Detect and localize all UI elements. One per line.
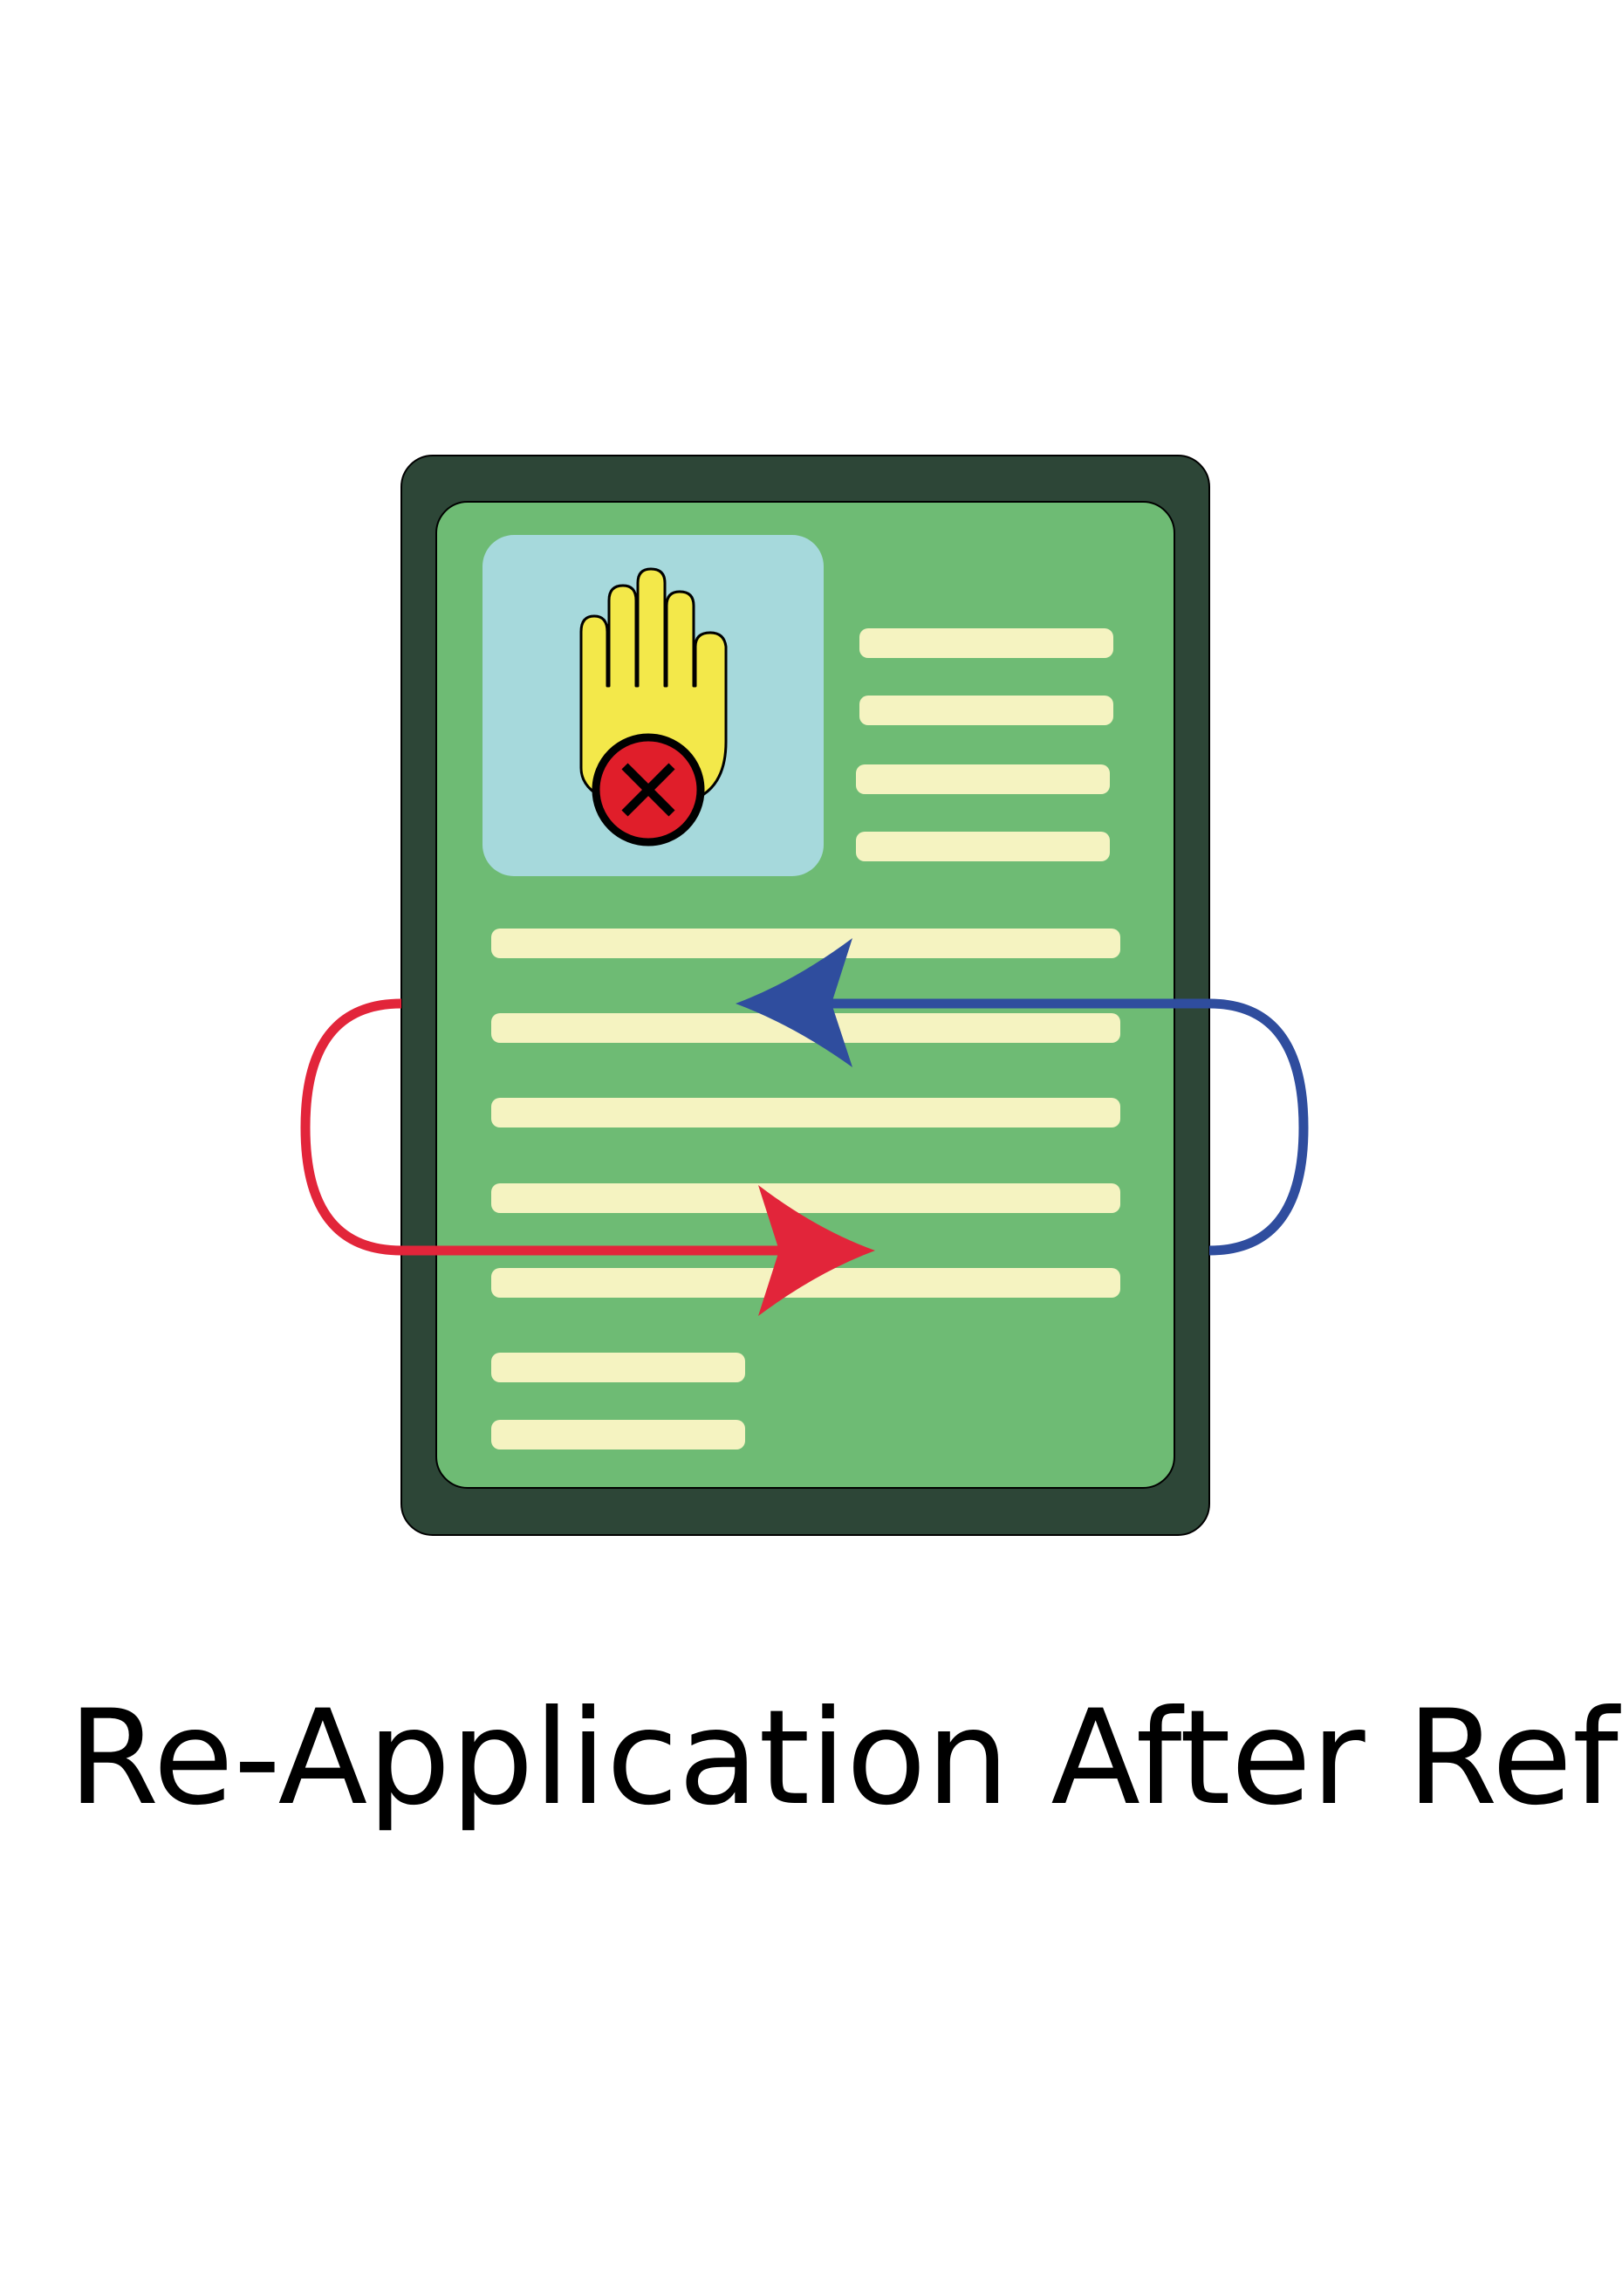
forward-arrow-loop (300, 998, 794, 1256)
body-line (491, 929, 1120, 958)
return-arrow-loop (820, 998, 1309, 1256)
body-line (491, 1183, 1120, 1213)
return-arrow-icon (736, 938, 1309, 1256)
return-arrow-head (736, 938, 852, 1067)
header-line (859, 628, 1113, 658)
body-line (491, 1098, 1120, 1127)
body-line (491, 1420, 745, 1450)
header-line (856, 832, 1110, 861)
header-line (859, 696, 1113, 725)
body-lines (491, 929, 1120, 1450)
reject-x-icon (592, 733, 705, 846)
caption-text: Re-Application After Refu (68, 1683, 1622, 1834)
forward-arrow-icon (300, 998, 875, 1316)
forward-arrow-head (758, 1185, 875, 1316)
body-line (491, 1353, 745, 1382)
header-lines (856, 628, 1113, 861)
header-line (856, 764, 1110, 794)
stop-hand-icon (579, 567, 728, 846)
